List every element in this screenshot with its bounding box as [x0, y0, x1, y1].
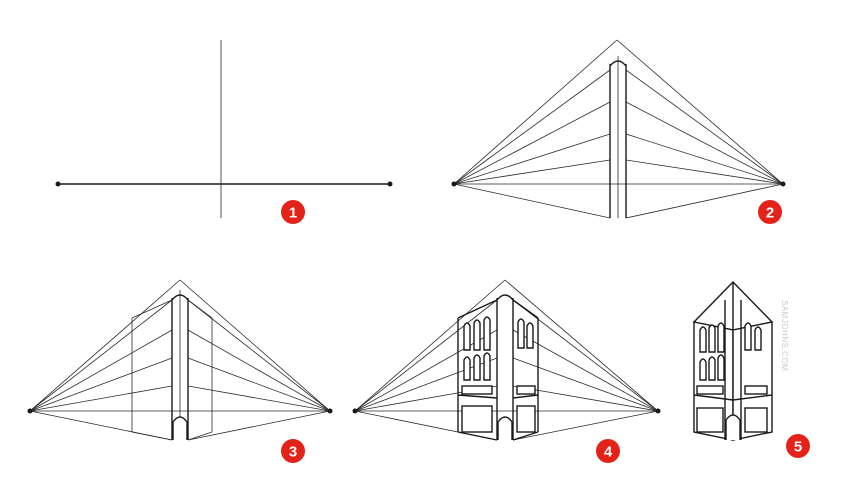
- arched-window: [708, 356, 716, 381]
- step-1-panel: 1: [55, 40, 393, 224]
- step-badge-1: 1: [281, 200, 305, 224]
- storefront-window: [744, 385, 768, 395]
- storefront-window: [696, 407, 724, 433]
- step-2-panel: 2: [451, 39, 786, 224]
- arched-window: [483, 352, 491, 381]
- arched-window: [708, 324, 716, 353]
- perspective-guides: [453, 39, 784, 219]
- arched-window: [463, 322, 471, 351]
- storefront-window: [696, 385, 724, 395]
- storefront-window: [516, 405, 536, 433]
- step-5-panel: SAMJOHNS.COM 5: [692, 280, 810, 458]
- arched-window: [754, 326, 762, 351]
- step-number-1: 1: [289, 205, 297, 222]
- door-icon: [172, 416, 188, 440]
- step-number-3: 3: [289, 444, 297, 461]
- perspective-guides: [354, 279, 659, 441]
- step-badge-4: 4: [596, 439, 620, 463]
- step-3-panel: 3: [27, 279, 333, 463]
- arched-window: [463, 356, 471, 381]
- arched-window: [699, 358, 707, 381]
- arched-window: [483, 316, 491, 351]
- step-badge-3: 3: [281, 439, 305, 463]
- step-badge-5: 5: [786, 434, 810, 458]
- arched-window: [526, 322, 534, 349]
- watermark: SAMJOHNS.COM: [780, 300, 789, 371]
- storefront-window: [461, 385, 493, 395]
- building-final: [692, 280, 774, 441]
- arched-window: [744, 322, 752, 351]
- vanishing-point-left: [55, 181, 61, 187]
- vanishing-point-right: [387, 181, 393, 187]
- vanishing-point-left: [27, 408, 33, 414]
- building-detailed: [457, 294, 539, 441]
- step-badge-2: 2: [758, 200, 782, 224]
- building-corner-edge: [609, 56, 627, 218]
- arched-window: [717, 322, 725, 353]
- vanishing-point-right: [327, 408, 333, 414]
- building-outline: [131, 290, 213, 441]
- storefront-window: [516, 385, 536, 395]
- door-icon: [725, 414, 741, 440]
- step-number-2: 2: [766, 205, 774, 222]
- arched-window: [717, 354, 725, 381]
- door-icon: [497, 416, 513, 440]
- vanishing-point-right: [655, 408, 661, 414]
- storefront-window: [461, 405, 493, 433]
- step-4-panel: 4: [352, 279, 661, 463]
- arched-window: [473, 319, 481, 351]
- step-number-4: 4: [604, 444, 613, 461]
- arched-window: [517, 318, 525, 349]
- storefront-window: [744, 407, 768, 433]
- vanishing-point-right: [780, 181, 786, 187]
- step-number-5: 5: [794, 439, 802, 456]
- arched-window: [699, 326, 707, 353]
- vanishing-point-left: [352, 408, 358, 414]
- vanishing-point-left: [451, 181, 457, 187]
- arched-window: [473, 354, 481, 381]
